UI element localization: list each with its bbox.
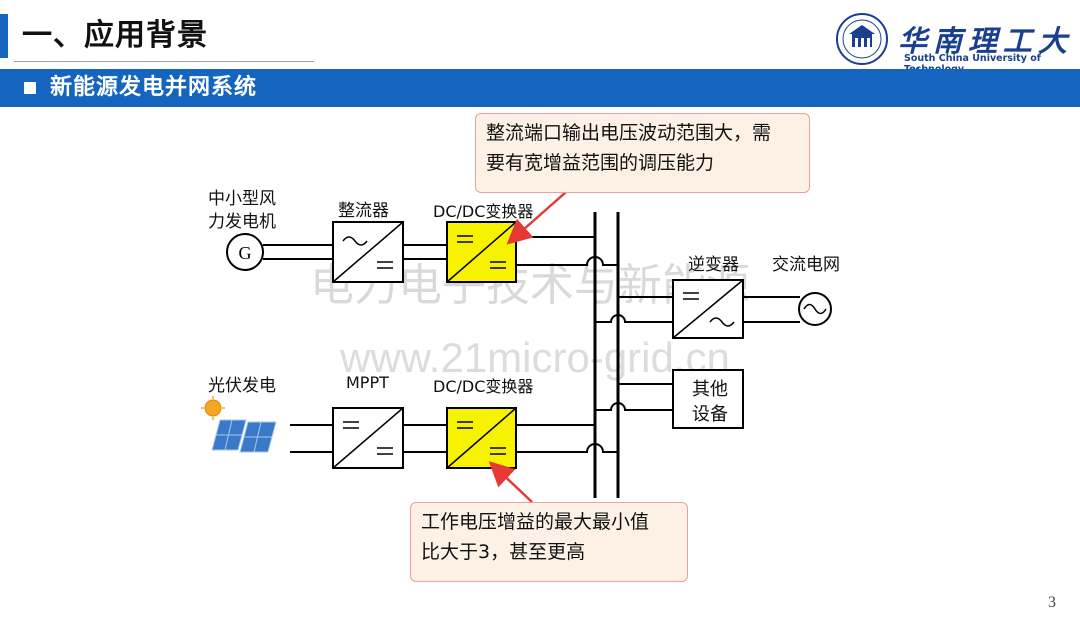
callout-bottom: 工作电压增益的最大最小值 比大于3，甚至更高: [410, 502, 688, 582]
equipment-branch-wires: [595, 383, 673, 411]
other-equipment-label-line1: 其他: [692, 379, 728, 400]
generator-circle: [226, 233, 264, 271]
wind-source-label-line1: 中小型风: [208, 189, 276, 209]
mppt-block: [332, 407, 404, 469]
callout-top-line2: 要有宽增益范围的调压能力: [486, 152, 715, 174]
section-banner: [0, 69, 1080, 107]
callout-arrow-top: [506, 191, 567, 245]
callout-arrow-bottom: [488, 461, 533, 503]
callout-bottom-line1: 工作电压增益的最大最小值: [421, 511, 650, 533]
other-equipment-label-line2: 设备: [692, 404, 728, 425]
page-number: 3: [1048, 594, 1056, 611]
pv-branch-wires: [290, 424, 618, 453]
wind-source-label-line2: 力发电机: [208, 212, 276, 232]
pv-source-label: 光伏发电: [208, 376, 276, 396]
sun-icon: [201, 396, 225, 420]
inverter-branch-wires: [595, 296, 800, 323]
callout-bottom-line2: 比大于3，甚至更高: [421, 541, 586, 563]
rectifier-label: 整流器: [338, 201, 389, 221]
generator-symbol: G: [239, 243, 252, 263]
mppt-label: MPPT: [346, 373, 389, 392]
dcdc-converter-bottom: [446, 407, 517, 469]
section-heading: 新能源发电并网系统: [50, 75, 258, 100]
solar-panel-icon: [211, 419, 277, 453]
callout-top: 整流端口输出电压波动范围大，需 要有宽增益范围的调压能力: [475, 113, 810, 193]
rectifier-block: [332, 221, 404, 283]
other-equipment-block: [672, 369, 744, 429]
grid-label: 交流电网: [772, 255, 840, 275]
title-underline: [14, 61, 314, 62]
banner-bullet-icon: [24, 82, 36, 94]
ac-grid-source-icon: [798, 292, 832, 326]
inverter-label: 逆变器: [688, 255, 739, 275]
title-accent-bar: [0, 14, 8, 58]
wind-generator: G: [226, 233, 264, 271]
dcdc-top-label: DC/DC变换器: [433, 202, 534, 221]
dcdc-bottom-label: DC/DC变换器: [433, 377, 534, 396]
inverter-block: [672, 279, 744, 339]
watermark-line2: www.21micro-grid.cn: [339, 334, 730, 381]
callout-top-line1: 整流端口输出电压波动范围大，需: [486, 122, 772, 144]
dcdc-converter-top: [446, 221, 517, 283]
dc-bus: [593, 212, 620, 498]
page-title: 一、应用背景: [22, 18, 208, 53]
